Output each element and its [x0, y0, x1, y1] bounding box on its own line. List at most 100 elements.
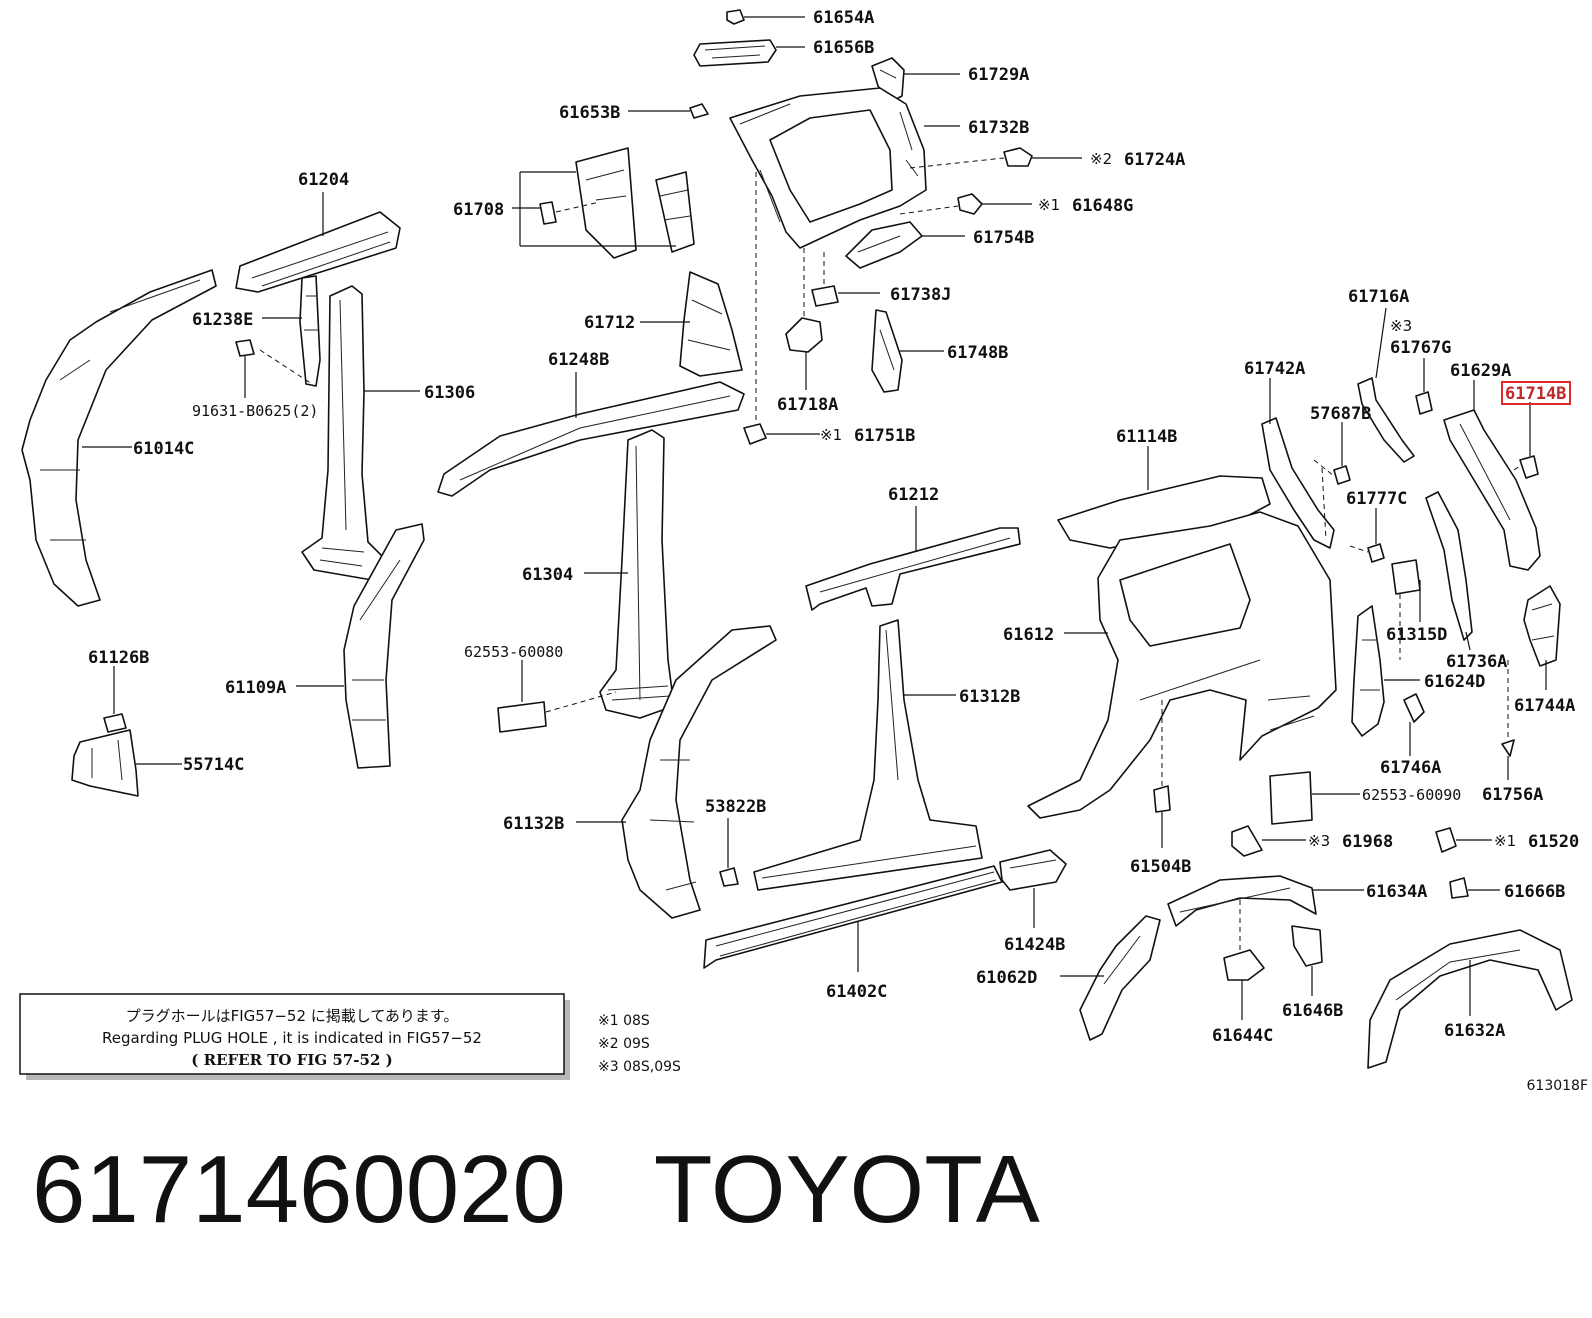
label-61132B[interactable]: 61132B: [503, 814, 564, 834]
label-61712[interactable]: 61712: [584, 313, 635, 333]
label-61666B[interactable]: 61666B: [1504, 882, 1565, 902]
part-61712[interactable]: [640, 271, 743, 377]
label-55714C[interactable]: 55714C: [183, 755, 244, 775]
label-61648G[interactable]: 61648G: [1072, 196, 1133, 216]
label-61062D[interactable]: 61062D: [976, 968, 1037, 988]
label-61754B[interactable]: 61754B: [973, 228, 1034, 248]
label-61653B[interactable]: 61653B: [559, 103, 620, 123]
part-61402C[interactable]: [703, 865, 1003, 972]
part-62553-60090[interactable]: [1269, 771, 1360, 825]
label-61708[interactable]: 61708: [453, 200, 504, 220]
label-61126B[interactable]: 61126B: [88, 648, 149, 668]
label-61646B[interactable]: 61646B: [1282, 1001, 1343, 1021]
part-55714C[interactable]: [71, 729, 182, 797]
label-61629A[interactable]: 61629A: [1450, 361, 1511, 381]
label-61777C[interactable]: 61777C: [1346, 489, 1407, 509]
part-61718A[interactable]: [785, 248, 823, 390]
part-61746A[interactable]: [1403, 693, 1425, 756]
part-61724A[interactable]: [909, 147, 1082, 169]
label-61744A[interactable]: 61744A: [1514, 696, 1575, 716]
label-61724A[interactable]: 61724A: [1124, 150, 1185, 170]
part-91631-B0625[interactable]: [235, 339, 255, 398]
part-61656B[interactable]: [693, 39, 805, 67]
label-57687B[interactable]: 57687B: [1310, 404, 1371, 424]
label-61238E[interactable]: 61238E: [192, 310, 253, 330]
label-61315D[interactable]: 61315D: [1386, 625, 1447, 645]
part-61767G[interactable]: [1415, 358, 1433, 415]
part-61304[interactable]: [584, 429, 675, 719]
label-61716A[interactable]: 61716A: [1348, 287, 1409, 307]
label-61656B[interactable]: 61656B: [813, 38, 874, 58]
part-57687B[interactable]: [1313, 422, 1351, 485]
label-61746A[interactable]: 61746A: [1380, 758, 1441, 778]
part-61777C[interactable]: [1349, 508, 1385, 563]
label-61742A[interactable]: 61742A: [1244, 359, 1305, 379]
part-61716A[interactable]: [1357, 307, 1415, 463]
part-61708[interactable]: [512, 147, 695, 259]
label-61520[interactable]: 61520: [1528, 832, 1579, 852]
label-62553-60080[interactable]: 62553-60080: [464, 643, 563, 661]
label-61248B[interactable]: 61248B: [548, 350, 609, 370]
part-53822B[interactable]: [719, 818, 739, 887]
part-61732B[interactable]: [729, 87, 960, 249]
label-61767G[interactable]: 61767G: [1390, 338, 1451, 358]
part-61212[interactable]: [805, 506, 1021, 611]
label-61736A[interactable]: 61736A: [1446, 652, 1507, 672]
label-61718A[interactable]: 61718A: [777, 395, 838, 415]
label-61402C[interactable]: 61402C: [826, 982, 887, 1002]
label-61624D[interactable]: 61624D: [1424, 672, 1485, 692]
label-61504B[interactable]: 61504B: [1130, 857, 1191, 877]
label-61424B[interactable]: 61424B: [1004, 935, 1065, 955]
label-61738J[interactable]: 61738J: [890, 285, 951, 305]
part-61634A[interactable]: [1167, 875, 1364, 927]
label-61729A[interactable]: 61729A: [968, 65, 1029, 85]
part-61504B[interactable]: [1153, 700, 1171, 848]
part-61751B[interactable]: [743, 172, 820, 445]
label-61756A[interactable]: 61756A: [1482, 785, 1543, 805]
part-61114B[interactable]: [1057, 446, 1271, 549]
part-61126B[interactable]: [103, 666, 127, 733]
part-61742A[interactable]: [1261, 378, 1335, 549]
part-61756A[interactable]: [1501, 660, 1515, 780]
part-61644C[interactable]: [1223, 900, 1265, 1020]
part-61729A[interactable]: [871, 57, 960, 103]
part-61238E[interactable]: [259, 275, 321, 387]
label-61304[interactable]: 61304: [522, 565, 573, 585]
part-61132B[interactable]: [576, 625, 777, 919]
label-61204[interactable]: 61204: [298, 170, 349, 190]
label-61014C[interactable]: 61014C: [133, 439, 194, 459]
part-61714B[interactable]: [1513, 402, 1539, 479]
label-53822B[interactable]: 53822B: [705, 797, 766, 817]
part-61744A[interactable]: [1523, 585, 1561, 690]
label-61109A[interactable]: 61109A: [225, 678, 286, 698]
label-61612[interactable]: 61612: [1003, 625, 1054, 645]
label-61714B[interactable]: 61714B: [1505, 384, 1566, 404]
label-61644C[interactable]: 61644C: [1212, 1026, 1273, 1046]
label-61654A[interactable]: 61654A: [813, 8, 874, 28]
part-61612[interactable]: [1027, 511, 1337, 819]
label-61968[interactable]: 61968: [1342, 832, 1393, 852]
label-61212[interactable]: 61212: [888, 485, 939, 505]
part-62553-60080[interactable]: [497, 660, 617, 733]
label-61732B[interactable]: 61732B: [968, 118, 1029, 138]
part-61632A[interactable]: [1367, 929, 1573, 1069]
part-61666B[interactable]: [1449, 877, 1500, 899]
part-61629A[interactable]: [1443, 380, 1541, 571]
part-61062D[interactable]: [1060, 915, 1161, 1041]
part-61204[interactable]: [235, 192, 401, 293]
part-61248B[interactable]: [437, 372, 745, 497]
label-61312B[interactable]: 61312B: [959, 687, 1020, 707]
part-61646B[interactable]: [1291, 925, 1323, 996]
part-61738J[interactable]: [811, 252, 880, 307]
label-61751B[interactable]: 61751B: [854, 426, 915, 446]
part-61520[interactable]: [1435, 827, 1492, 853]
label-91631-B0625[interactable]: 91631-B0625(2): [192, 402, 318, 420]
part-61109A[interactable]: [296, 523, 425, 769]
label-61634A[interactable]: 61634A: [1366, 882, 1427, 902]
part-61648G[interactable]: [899, 193, 1032, 215]
part-61754B[interactable]: [845, 221, 965, 269]
part-61968[interactable]: [1231, 825, 1306, 857]
part-61014C[interactable]: [21, 269, 217, 607]
part-61424B[interactable]: [999, 849, 1067, 928]
label-61748B[interactable]: 61748B: [947, 343, 1008, 363]
